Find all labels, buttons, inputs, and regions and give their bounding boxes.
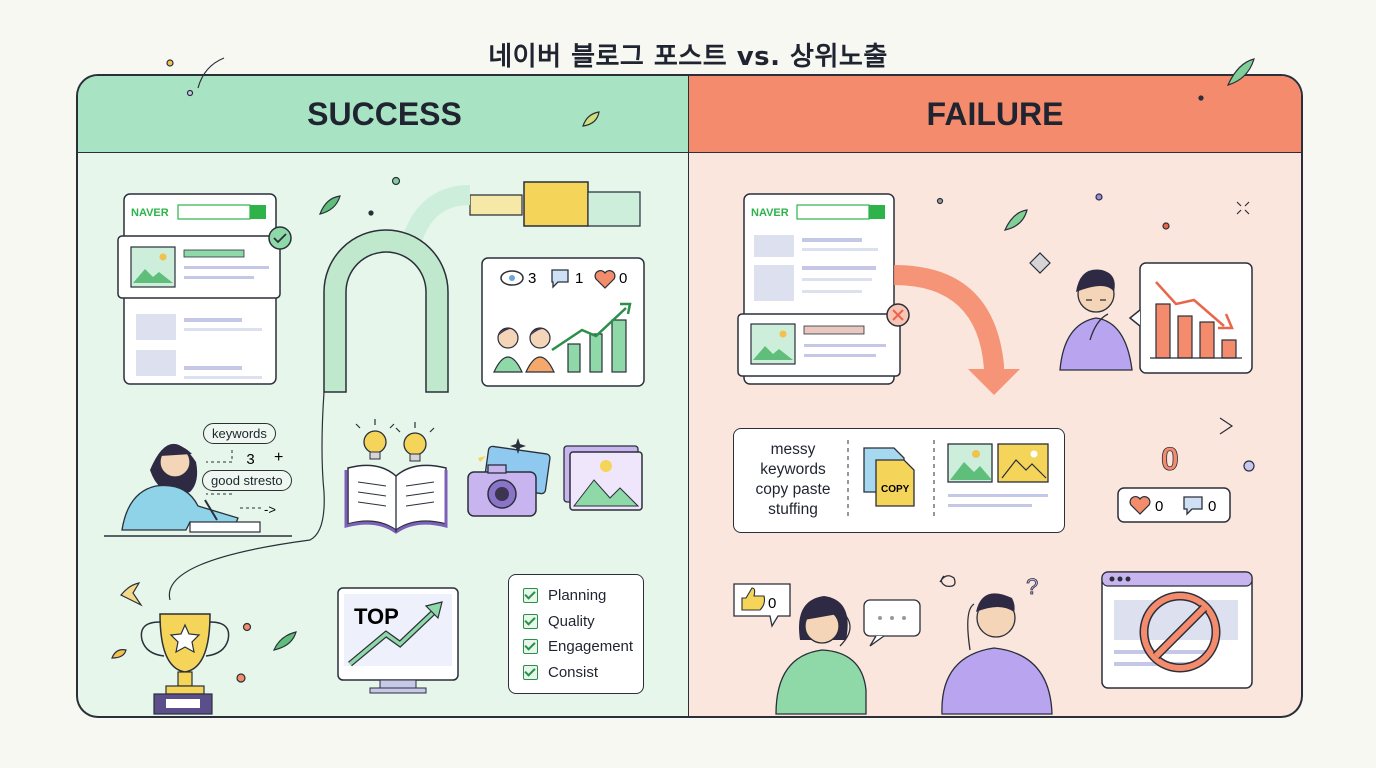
people-icon xyxy=(493,327,555,373)
check-icon xyxy=(523,613,538,629)
failure-heading: FAILURE xyxy=(689,76,1301,153)
comment-icon xyxy=(551,269,569,289)
decorations xyxy=(111,57,1255,683)
heart-icon xyxy=(1129,496,1151,515)
monitor-icon: TOP xyxy=(337,587,459,694)
writer-person: 3 + -> xyxy=(104,443,292,537)
likes-count: 0 xyxy=(619,270,627,287)
growth-chart-icon xyxy=(551,302,632,373)
speech-bubble-icon xyxy=(863,599,921,647)
good-stresto-pill: good stresto xyxy=(202,470,292,491)
check-icon xyxy=(523,639,538,655)
naver-search-icon xyxy=(869,205,885,219)
photo-icon xyxy=(563,445,643,511)
issues-text: messy keywords copy paste stuffing xyxy=(755,441,831,518)
comments-count: 1 xyxy=(575,270,583,287)
checklist-item: Engagement xyxy=(509,634,643,660)
checklist-item: Planning xyxy=(509,583,643,609)
checklist-item: Consist xyxy=(509,660,643,686)
comment-icon xyxy=(1183,496,1203,516)
success-path xyxy=(168,181,641,601)
thumb-count: 0 xyxy=(768,595,776,612)
success-heading: SUCCESS xyxy=(78,76,691,153)
pill-mark-plus: + xyxy=(274,449,283,466)
down-arrow-icon xyxy=(894,265,1020,395)
engagement-stats-card: 3 1 0 xyxy=(481,257,645,387)
svg-text:?: ? xyxy=(1026,574,1038,599)
decline-chart-icon xyxy=(1128,262,1253,374)
camera-icon xyxy=(467,438,551,517)
check-icon xyxy=(268,226,292,250)
thumbs-up-icon: 0 xyxy=(733,583,791,628)
reaction-comments: 0 xyxy=(1208,498,1216,515)
lightbulb-book-group xyxy=(344,419,448,534)
zero-big: 0 xyxy=(1161,441,1179,477)
blocked-browser-icon xyxy=(1101,571,1253,689)
naver-search-result-failed: NAVER xyxy=(737,193,910,385)
zero-reactions: 0 0 0 xyxy=(1117,441,1231,523)
success-checklist: Planning Quality Engagement Consist xyxy=(508,574,644,694)
naver-search-result: NAVER xyxy=(117,193,292,385)
trophy-icon xyxy=(140,613,230,715)
confused-person-icon: ? xyxy=(939,574,1053,715)
naver-logo: NAVER xyxy=(131,207,169,219)
heart-icon xyxy=(594,270,616,289)
eye-icon xyxy=(500,270,524,286)
book-icon xyxy=(344,464,448,534)
worried-person-icon xyxy=(775,596,867,715)
check-icon xyxy=(523,588,538,604)
lightbulb-icon xyxy=(355,419,435,462)
naver-search-icon xyxy=(250,205,266,219)
checklist-item: Quality xyxy=(509,609,643,635)
naver-logo-failure: NAVER xyxy=(751,207,789,219)
pill-mark-arrow: -> xyxy=(264,502,276,517)
top-label: TOP xyxy=(354,604,399,629)
views-count: 3 xyxy=(528,270,536,287)
check-icon xyxy=(523,664,538,680)
thinking-person-icon xyxy=(1059,269,1133,371)
reaction-likes: 0 xyxy=(1155,498,1163,515)
page-title: 네이버 블로그 포스트 vs. 상위노출 xyxy=(488,42,888,72)
keywords-pill: keywords xyxy=(203,423,276,444)
pill-mark-3: 3 xyxy=(246,452,255,469)
